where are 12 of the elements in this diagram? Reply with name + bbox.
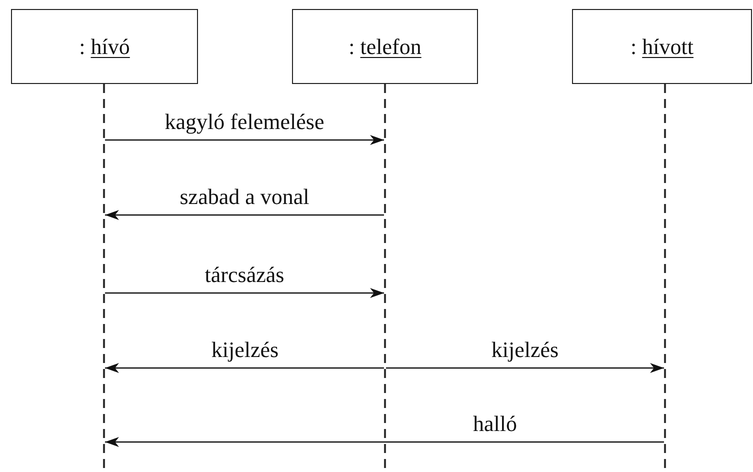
message-arrow (105, 135, 384, 145)
object-box (11, 9, 198, 84)
object-name: : hívó (79, 34, 130, 60)
message-arrow (105, 288, 384, 298)
message-arrow (105, 210, 384, 220)
message-arrow (386, 363, 664, 373)
object-name: : telefon (348, 34, 422, 60)
object-box (292, 9, 478, 84)
object-box (572, 9, 752, 84)
message-arrow (105, 363, 384, 373)
message-arrow (105, 437, 664, 447)
object-name: : hívott (630, 34, 694, 60)
